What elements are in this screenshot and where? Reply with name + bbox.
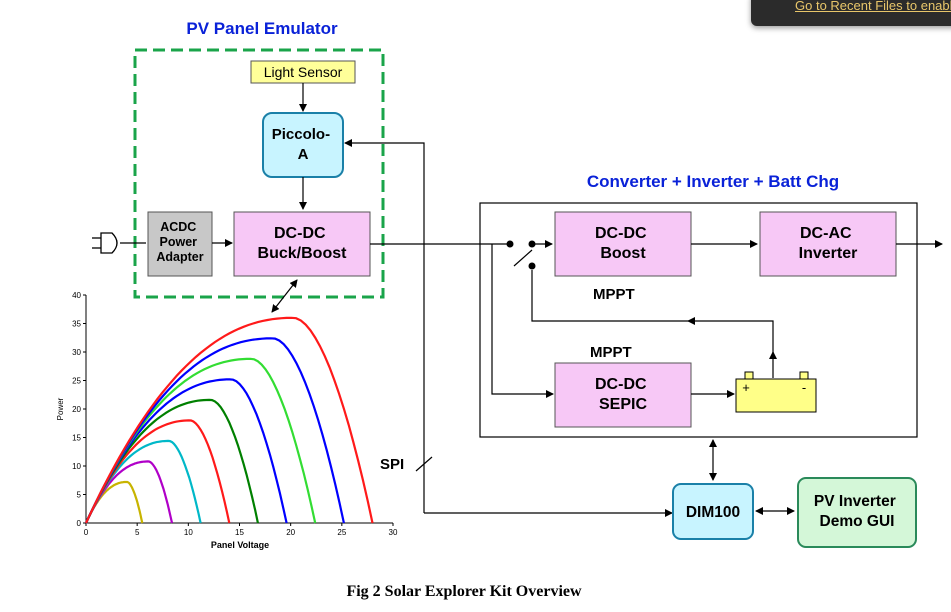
gui-line2: Demo GUI <box>820 513 895 530</box>
sepic-label: DC-DC SEPIC <box>595 376 651 413</box>
y-tick-label: 0 <box>77 519 82 528</box>
power-plug-icon <box>92 232 146 254</box>
dim100-label: DIM100 <box>686 504 740 521</box>
feedback-to-switch-line <box>531 270 688 322</box>
x-tick-label: 15 <box>235 528 244 537</box>
pv-power-chart: 0 5 10 15 20 25 30 0 5 10 15 20 25 30 35 40 Panel Volta… <box>56 291 398 550</box>
x-tick-label: 25 <box>337 528 346 537</box>
switch-node-left <box>506 240 514 248</box>
dcdc-boost-block <box>554 211 692 277</box>
chart-link-arrow <box>271 279 298 313</box>
bus-to-sepic-line <box>491 244 554 398</box>
spi-label: SPI <box>380 456 404 473</box>
dim100-block <box>672 483 754 540</box>
gui-label: PV Inverter Demo GUI <box>814 493 900 530</box>
piccolo-line2: A <box>298 146 309 163</box>
spi-slash <box>415 456 433 472</box>
y-tick-label: 25 <box>72 377 81 386</box>
chart-ylabel: Power <box>56 397 65 420</box>
mppt-top-label: MPPT <box>593 286 635 303</box>
battery-plus: + <box>742 380 750 395</box>
dcac-inverter-block <box>759 211 897 277</box>
sepic-line1: DC-DC <box>595 376 647 393</box>
y-tick-label: 30 <box>72 348 81 357</box>
acdc-line3: Adapter <box>156 250 203 264</box>
x-tick-label: 30 <box>389 528 398 537</box>
x-tick-label: 10 <box>184 528 193 537</box>
y-tick-label: 15 <box>72 434 81 443</box>
acdc-line2: Power <box>160 235 198 249</box>
battery-feedback-line <box>687 317 774 358</box>
piccolo-comm-line <box>344 139 425 513</box>
x-tick-label: 0 <box>84 528 89 537</box>
dcdc-sepic-block <box>554 362 692 428</box>
acdc-adapter-block <box>147 211 213 277</box>
converter-title: Converter + Inverter + Batt Chg <box>587 172 839 191</box>
converter-boundary <box>479 202 918 438</box>
buckboost-line1: DC-DC <box>274 225 326 242</box>
inverter-label: DC-AC Inverter <box>799 225 858 262</box>
x-tick-label: 5 <box>135 528 140 537</box>
y-tick-label: 5 <box>77 491 82 500</box>
y-tick-label: 20 <box>72 405 81 414</box>
power-curve-3 <box>85 439 202 524</box>
switch-blade <box>513 249 533 267</box>
acdc-line1: ACDC <box>160 220 196 234</box>
inverter-line1: DC-AC <box>800 225 852 242</box>
boost-label: DC-DC Boost <box>595 225 651 262</box>
buckboost-label: DC-DC Buck/Boost <box>258 225 348 262</box>
recent-files-link[interactable]: Go to Recent Files to enable <box>795 0 951 13</box>
gui-line1: PV Inverter <box>814 493 896 510</box>
emulator-boundary <box>133 48 385 299</box>
boost-line2: Boost <box>600 245 646 262</box>
power-curve-1 <box>84 480 144 524</box>
sepic-line2: SEPIC <box>599 396 647 413</box>
light-sensor-label: Light Sensor <box>264 64 343 80</box>
inverter-line2: Inverter <box>799 245 858 262</box>
battery-icon <box>735 371 817 413</box>
y-tick-label: 10 <box>72 462 81 471</box>
recent-files-notification: Go to Recent Files to enable <box>751 0 951 26</box>
figure-caption: Fig 2 Solar Explorer Kit Overview <box>346 583 582 600</box>
power-curve-5 <box>85 398 259 524</box>
piccolo-block <box>262 112 344 178</box>
emulator-title: PV Panel Emulator <box>186 19 338 38</box>
dcdc-buckboost-block <box>233 211 371 277</box>
battery-minus: - <box>802 380 806 395</box>
piccolo-label: Piccolo- A <box>272 126 335 163</box>
x-tick-label: 20 <box>286 528 295 537</box>
mppt-bottom-label: MPPT <box>590 344 632 361</box>
power-curve-6 <box>85 378 288 524</box>
chart-xlabel: Panel Voltage <box>211 540 269 550</box>
acdc-label: ACDC Power Adapter <box>156 220 203 264</box>
power-curve-2 <box>84 460 174 524</box>
y-tick-label: 40 <box>72 291 81 300</box>
y-tick-label: 35 <box>72 320 81 329</box>
switch-node-bottom <box>528 262 536 270</box>
piccolo-line1: Piccolo- <box>272 126 330 143</box>
power-curve-9 <box>85 316 374 524</box>
buckboost-line2: Buck/Boost <box>258 245 348 262</box>
demo-gui-block <box>797 477 917 548</box>
boost-line1: DC-DC <box>595 225 647 242</box>
